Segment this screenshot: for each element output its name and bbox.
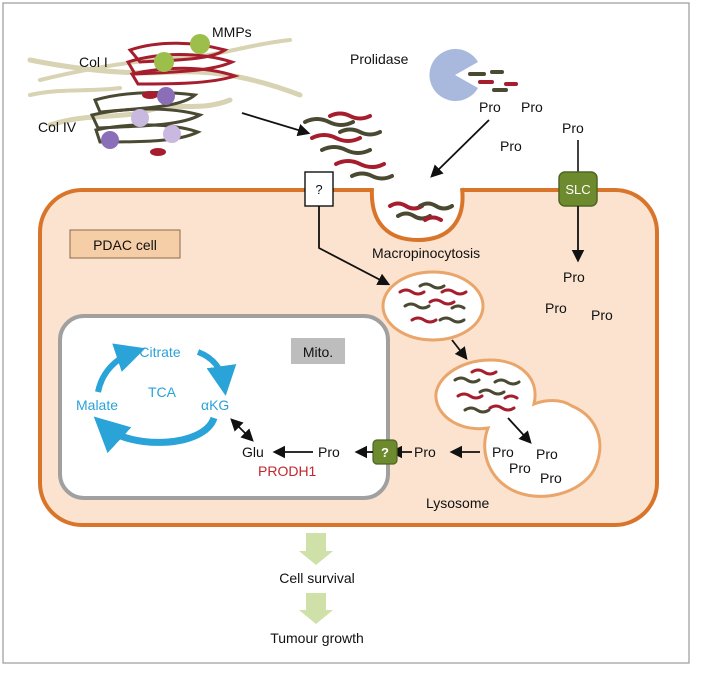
label-pro-cyto-2: Pro (545, 300, 567, 316)
arrow-to-tumour-growth (299, 593, 333, 624)
unknown-transporter-icon (304, 171, 334, 207)
col-iv-fibers (47, 91, 233, 156)
arrow-prolidase-to-macropinocytosis (430, 119, 490, 178)
label-col-iv: Col IV (38, 119, 77, 135)
pdac-cell-label-box (69, 229, 181, 259)
label-pro-outside: Pro (562, 120, 584, 136)
label-pro-lyso-3: Pro (509, 460, 531, 476)
label-pro-lyso-4: Pro (540, 470, 562, 486)
prolidase-pacman-icon (429, 49, 478, 102)
label-tumour-growth: Tumour growth (270, 630, 364, 646)
membrane-gap-cover (375, 186, 460, 192)
mito-label-box (291, 338, 345, 364)
arrow-glu-akg (230, 418, 254, 442)
arrow-to-cell-survival (299, 533, 333, 565)
label-pro-lyso-2: Pro (536, 446, 558, 462)
tca-arc-akg-to-malate (93, 416, 218, 454)
arrow-collagen-to-fragments (241, 112, 311, 137)
label-mmps: MMPs (212, 24, 252, 40)
label-cell-survival: Cell survival (279, 570, 354, 586)
mmp-ball-icon (101, 131, 119, 149)
label-question-transporter: ? (315, 182, 322, 197)
label-pro-prolidase-2: Pro (521, 99, 543, 115)
tca-arc-malate-to-citrate (95, 343, 146, 393)
tca-arc-citrate-to-akg (196, 349, 237, 396)
mmp-ball-icon (190, 34, 210, 54)
label-pro-cyto-1: Pro (563, 269, 585, 285)
label-pro-prolidase-3: Pro (500, 138, 522, 154)
label-akg: αKG (201, 397, 229, 413)
collagen-fragments (303, 111, 394, 181)
mmp-ball-icon (131, 109, 149, 127)
label-tca: TCA (148, 384, 177, 400)
label-mito: Mito. (303, 344, 333, 360)
mmp-ball-icon (157, 87, 175, 105)
lysosome-fragments (453, 368, 521, 414)
prolidase-fragments (468, 70, 518, 92)
mmp-ball-icon (163, 125, 181, 143)
label-glu: Glu (242, 444, 264, 460)
macropinocytosis-pocket (369, 187, 465, 243)
label-lysosome: Lysosome (426, 495, 490, 511)
label-pro-prolidase-1: Pro (479, 99, 501, 115)
label-pdac-cell: PDAC cell (93, 237, 157, 253)
macropinosome-fragments (388, 201, 454, 222)
label-prolidase: Prolidase (350, 51, 409, 67)
label-citrate: Citrate (139, 344, 180, 360)
label-col-i: Col I (79, 54, 108, 70)
arrow-transporter-to-vesicle (318, 206, 391, 286)
endocytic-vesicle (381, 270, 485, 342)
arrow-lysosome-degradation (507, 417, 532, 444)
label-prodh1: PRODH1 (258, 463, 317, 479)
label-pro-lyso-1: Pro (492, 444, 514, 460)
label-pro-mito: Pro (318, 444, 340, 460)
label-malate: Malate (76, 397, 118, 413)
label-question-mito: ? (381, 445, 389, 460)
vesicle-fragments (398, 282, 468, 324)
label-pro-cyto-3: Pro (591, 307, 613, 323)
arrow-vesicle-to-lysosome (451, 339, 468, 360)
mmp-ball-icon (154, 52, 174, 72)
label-pro-lyso-out: Pro (414, 444, 436, 460)
label-macropinocytosis: Macropinocytosis (372, 245, 480, 261)
label-slc: SLC (565, 182, 590, 197)
